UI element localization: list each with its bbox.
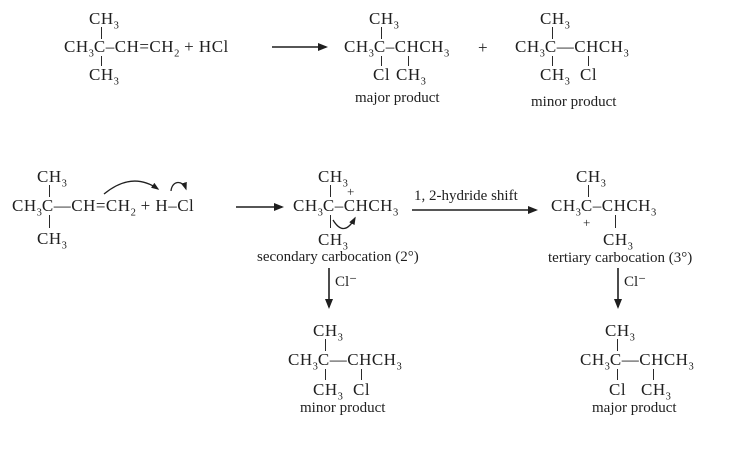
bond-line	[653, 369, 655, 380]
bond-line	[381, 56, 383, 66]
product-caption: minor product	[300, 400, 386, 416]
substituent-top: CH3	[89, 9, 119, 32]
bond-line	[588, 185, 590, 197]
bond-line	[381, 27, 383, 39]
bond-line	[408, 56, 410, 66]
carbocation-caption: tertiary carbocation (3°)	[548, 250, 693, 266]
bond-line	[101, 27, 103, 39]
curved-arrow-pi-to-h	[103, 180, 160, 195]
hydride-shift-label: 1, 2-hydride shift	[414, 188, 518, 204]
substituent-below-ch: Cl	[580, 65, 598, 84]
bond-line	[617, 339, 619, 351]
formula-main: CH3C–CH=CH2 + HCl	[64, 37, 229, 60]
bond-line	[101, 56, 103, 66]
substituent-below-ch: CH3	[641, 380, 671, 403]
substituent-below-c: CH3	[540, 65, 570, 88]
substituent-bottom: CH3	[89, 65, 119, 88]
substituent-top: CH3	[37, 167, 67, 190]
substituent-bottom: CH3	[37, 229, 67, 252]
chloride-ion-label-left: Cl⁻	[335, 274, 358, 290]
substituent-bottom: CH3	[603, 230, 633, 253]
bond-line	[330, 185, 332, 197]
substituent-below-c: Cl	[373, 65, 391, 84]
bond-line	[617, 369, 619, 380]
bond-line	[49, 185, 51, 197]
bond-line	[325, 339, 327, 351]
substituent-below-c: CH3	[313, 380, 343, 403]
formula-main: CH3C–CHCH3	[344, 37, 450, 60]
formula-main: CH3C–CHCH3	[551, 196, 657, 219]
bond-line	[615, 215, 617, 228]
bond-line	[588, 56, 590, 66]
bond-line	[325, 369, 327, 380]
substituent-top: CH3	[318, 167, 348, 190]
bond-line	[552, 27, 554, 39]
positive-charge: +	[583, 215, 591, 230]
substituent-top: CH3	[313, 321, 343, 344]
substituent-below-c: Cl	[609, 380, 627, 399]
bond-line	[330, 215, 332, 228]
formula-main: CH3C—CHCH3	[288, 350, 402, 373]
plus-sign: +	[478, 38, 489, 57]
substituent-bottom: CH3	[318, 230, 348, 253]
substituent-top: CH3	[369, 9, 399, 32]
bond-line	[49, 215, 51, 228]
product-caption: major product	[592, 400, 677, 416]
substituent-below-ch: Cl	[353, 380, 371, 399]
positive-charge: +	[347, 184, 355, 199]
product-caption: minor product	[531, 94, 617, 110]
bond-line	[361, 369, 363, 380]
substituent-top: CH3	[605, 321, 635, 344]
formula-main: CH3C—CHCH3	[580, 350, 694, 373]
formula-main: CH3C—CH=CH2 + H–Cl	[12, 196, 195, 219]
bond-line	[552, 56, 554, 66]
carbocation-caption: secondary carbocation (2°)	[257, 249, 419, 265]
curved-arrow-hydride-shift	[332, 216, 356, 230]
substituent-below-ch: CH3	[396, 65, 426, 88]
formula-main: CH3C–CHCH3	[293, 196, 399, 219]
chloride-ion-label-right: Cl⁻	[624, 274, 647, 290]
curved-arrow-hcl-to-cl	[170, 181, 187, 192]
product-caption: major product	[355, 90, 440, 106]
substituent-top: CH3	[576, 167, 606, 190]
substituent-top: CH3	[540, 9, 570, 32]
formula-main: CH3C—CHCH3	[515, 37, 629, 60]
